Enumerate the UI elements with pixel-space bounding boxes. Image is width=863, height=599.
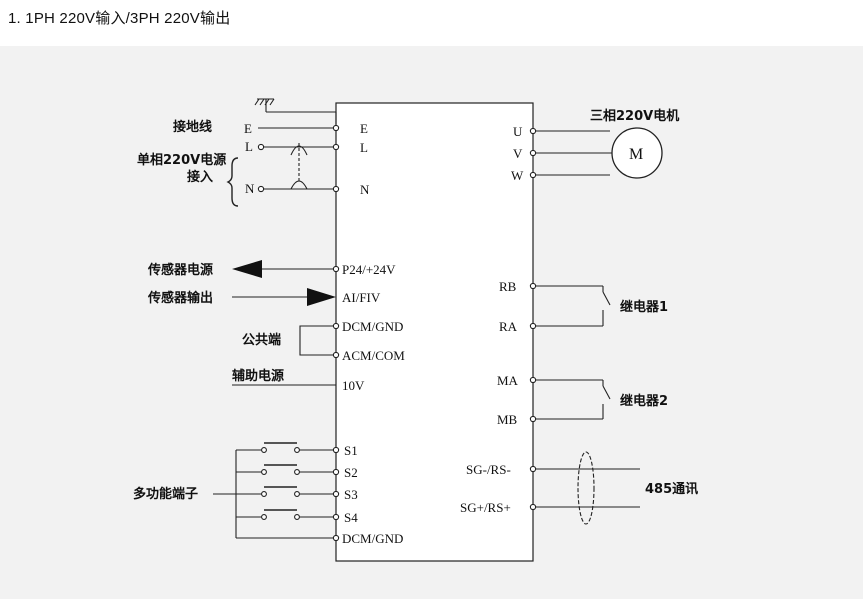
terminal-w: W xyxy=(511,168,524,183)
ground-label: 接地线 xyxy=(173,119,212,135)
multi-terminal-label: 多功能端子 xyxy=(133,486,198,502)
terminal-e: E xyxy=(360,121,368,136)
aux-power-label: 辅助电源 xyxy=(232,368,284,384)
relay2-wiring xyxy=(529,376,611,423)
common-bracket xyxy=(299,325,336,356)
terminal-10v: 10V xyxy=(342,378,365,393)
relay1-label: 继电器1 xyxy=(620,299,668,315)
terminal-s4: S4 xyxy=(344,510,358,525)
breaker-icon xyxy=(290,143,308,190)
ext-n-label: N xyxy=(245,181,255,196)
motor-wiring xyxy=(529,127,663,179)
terminal-mb: MB xyxy=(497,412,518,427)
terminal-sg-plus: SG+/RS+ xyxy=(460,500,511,515)
multi-function-switches xyxy=(213,442,340,542)
terminal-dcm-1: DCM/GND xyxy=(342,319,403,334)
ext-e-label: E xyxy=(244,121,252,136)
terminal-n: N xyxy=(360,182,370,197)
single-phase-label-2: 接入 xyxy=(187,169,213,185)
sensor-output-label: 传感器输出 xyxy=(147,290,213,306)
arrow-left-icon xyxy=(232,260,262,278)
terminal-s3: S3 xyxy=(344,487,358,502)
terminal-p24: P24/+24V xyxy=(342,262,396,277)
ext-l-label: L xyxy=(245,139,253,154)
terminal-dcm-2: DCM/GND xyxy=(342,531,403,546)
terminal-ra: RA xyxy=(499,319,518,334)
inverter-box xyxy=(335,102,534,562)
motor-symbol: M xyxy=(629,146,643,163)
single-phase-label: 单相220V电源 xyxy=(137,152,226,168)
terminal-s2: S2 xyxy=(344,465,358,480)
terminal-acm: ACM/COM xyxy=(342,348,405,363)
terminal-u: U xyxy=(513,124,523,139)
motor-icon xyxy=(611,127,663,179)
shield-icon xyxy=(577,451,595,525)
comm-label: 485通讯 xyxy=(645,481,698,497)
sensor-power-label: 传感器电源 xyxy=(147,262,213,278)
ground-icon xyxy=(254,98,337,124)
terminal-rb: RB xyxy=(499,279,517,294)
terminal-sg-minus: SG-/RS- xyxy=(466,462,511,477)
terminal-v: V xyxy=(513,146,523,161)
terminal-s1: S1 xyxy=(344,443,358,458)
terminal-ma: MA xyxy=(497,373,519,388)
relay2-label: 继电器2 xyxy=(620,393,668,409)
terminal-l: L xyxy=(360,140,368,155)
page-title: 1. 1PH 220V输入/3PH 220V输出 xyxy=(8,10,231,27)
rs485-wiring xyxy=(529,451,640,525)
brace-icon xyxy=(226,157,239,207)
relay1-wiring xyxy=(529,282,611,330)
motor-title: 三相220V电机 xyxy=(590,108,679,124)
common-label: 公共端 xyxy=(242,332,281,348)
terminal-ai: AI/FIV xyxy=(342,290,381,305)
arrow-right-icon xyxy=(307,288,336,306)
